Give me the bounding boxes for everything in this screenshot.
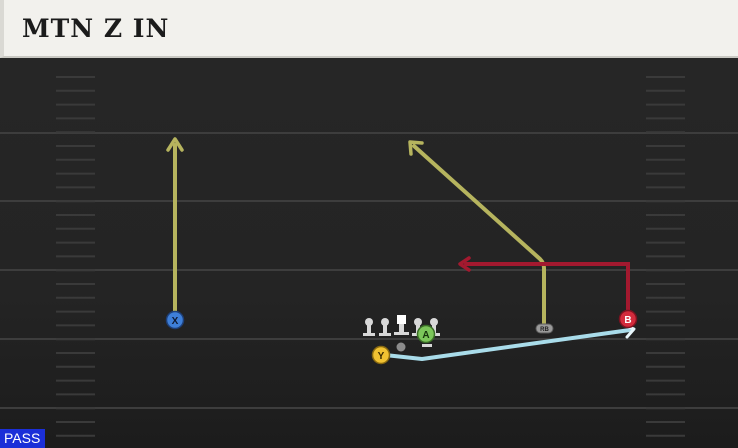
player-x-label: X: [172, 316, 179, 327]
pill-marker-icon: [535, 323, 554, 334]
center-lineman-icon: [394, 315, 409, 335]
circle-marker-icon: [371, 345, 391, 365]
play-title: MTN Z IN: [22, 14, 170, 43]
player-x[interactable]: X: [165, 310, 185, 330]
player-b-label: B: [624, 315, 631, 326]
player-y-label: Y: [378, 351, 385, 362]
route-b-in[interactable]: [458, 256, 630, 316]
circle-marker-icon: [165, 310, 185, 330]
arrow-icon: [408, 140, 424, 156]
arrow-icon: [458, 256, 471, 272]
circle-marker-icon: [416, 324, 436, 344]
play-title-bar: MTN Z IN: [0, 0, 738, 58]
yard-lines: [0, 132, 738, 409]
route-x-go[interactable]: [166, 137, 184, 322]
player-rb[interactable]: RB: [535, 323, 554, 334]
player-a-label: A: [422, 330, 429, 341]
lineman-icon: [422, 344, 432, 347]
player-a[interactable]: A: [416, 324, 436, 344]
play-type-badge: PASS: [0, 429, 46, 448]
field-surface: [0, 58, 738, 448]
quarterback-dot-icon: [396, 342, 406, 352]
arrow-icon: [166, 137, 184, 152]
hash-marks-right: [646, 76, 685, 437]
route-b-line: [464, 262, 630, 316]
player-rb-label: RB: [540, 327, 549, 333]
lineman-icon: [363, 318, 375, 336]
hash-marks-left: [56, 76, 95, 437]
player-b[interactable]: B: [618, 309, 638, 329]
route-y-line: [383, 328, 632, 361]
player-y[interactable]: Y: [371, 345, 391, 365]
lineman-icon: [379, 318, 391, 336]
circle-marker-icon: [618, 309, 638, 329]
